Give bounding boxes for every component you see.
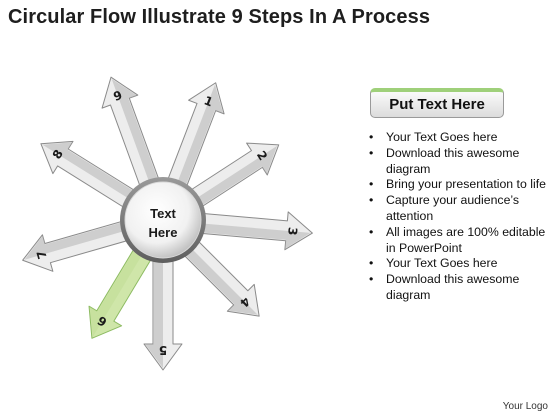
arrow-shape — [40, 140, 146, 215]
step-arrow-8: 8 — [40, 140, 146, 215]
arrow-shape — [88, 238, 158, 339]
step-arrow-9: 9 — [101, 76, 164, 198]
bullet-item: Capture your audience’s attention — [360, 193, 550, 225]
arrow-shade — [24, 219, 137, 260]
bullet-item: Your Text Goes here — [360, 256, 550, 272]
hub-text-line1: Text — [150, 206, 176, 221]
step-label-3: 3 — [285, 227, 300, 237]
bullet-item: Your Text Goes here — [360, 130, 550, 146]
bullet-list: Your Text Goes here Download this awesom… — [360, 130, 550, 304]
bullet-item: Bring your presentation to life — [360, 177, 550, 193]
arrow-shade — [111, 79, 162, 194]
arrow-shape — [22, 217, 140, 272]
arrow-shade — [145, 248, 163, 368]
arrow-shade — [89, 239, 149, 337]
bullet-item: All images are 100% editable in PowerPoi… — [360, 225, 550, 257]
arrow-shade — [173, 84, 224, 198]
step-label-7: 7 — [34, 249, 50, 261]
step-arrow-5: 5 — [143, 247, 183, 371]
arrow-shape — [101, 76, 164, 198]
step-arrow-1: 1 — [163, 82, 225, 198]
step-arrow-6: 6 — [88, 238, 158, 339]
bullet-item: Download this awesome diagram — [360, 146, 550, 178]
hub-text-line2: Here — [149, 225, 178, 240]
arrow-shape — [143, 247, 183, 371]
footer-logo-text: Your Logo — [502, 401, 548, 412]
bullet-item: Download this awesome diagram — [360, 272, 550, 304]
hub-circle — [124, 181, 202, 259]
arrow-shade — [186, 145, 278, 213]
step-arrow-3: 3 — [189, 211, 313, 251]
arrow-shape — [189, 211, 313, 251]
panel-header: Put Text Here — [370, 88, 504, 118]
arrow-shape — [163, 82, 225, 198]
step-label-5: 5 — [159, 343, 167, 357]
arrow-shade — [190, 222, 311, 249]
arrow-shade — [42, 142, 145, 206]
step-arrow-2: 2 — [180, 142, 280, 214]
page-title: Circular Flow Illustrate 9 Steps In A Pr… — [8, 6, 431, 28]
arrow-shape — [180, 142, 280, 214]
step-arrow-7: 7 — [22, 217, 140, 272]
arrow-shade — [176, 239, 258, 315]
